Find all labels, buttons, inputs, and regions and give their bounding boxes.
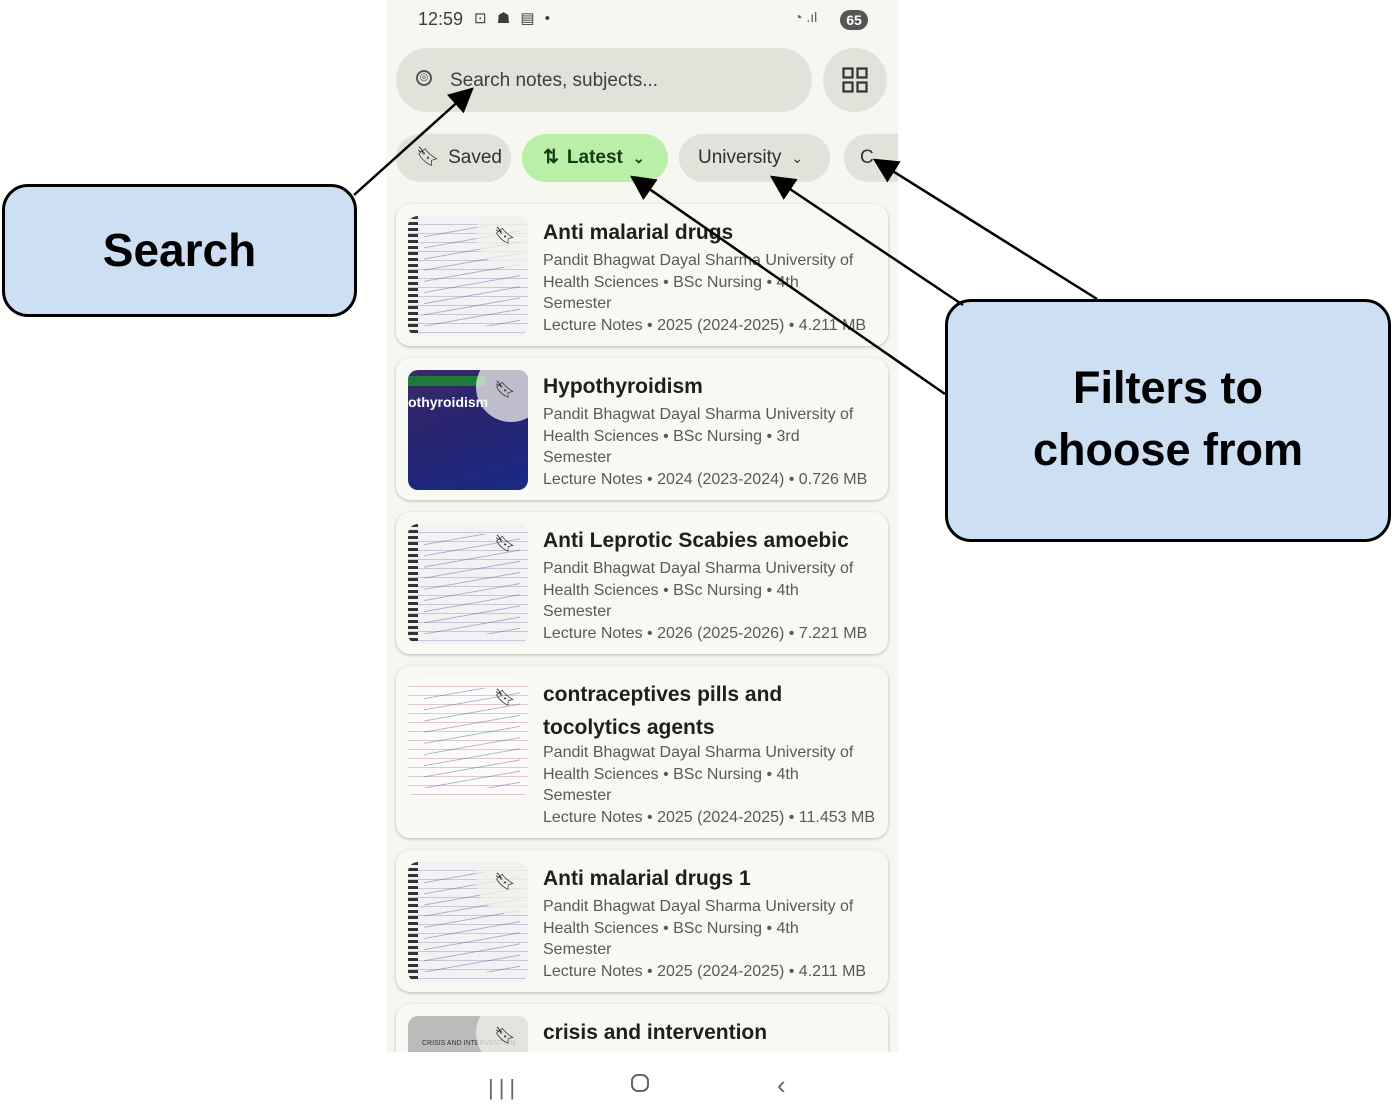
bookmark-icon[interactable]: 🔖︎ — [494, 1026, 516, 1045]
note-card[interactable]: CRISIS AND INTERVENTION 🔖︎ crisis and in… — [396, 1004, 888, 1052]
note-meta: Pandit Bhagwat Dayal Sharma University o… — [543, 560, 868, 642]
note-card[interactable]: 🔖︎ Anti malarial drugs 1 Pandit Bhagwat … — [396, 850, 888, 992]
chip-saved[interactable]: 🔖︎ Saved — [396, 134, 511, 182]
note-thumbnail: othyroidism 🔖︎ — [408, 370, 528, 490]
chevron-down-icon: ⌄ — [791, 150, 804, 166]
chip-university[interactable]: University ⌄ — [679, 134, 830, 182]
thumbnail-text: othyroidism — [408, 394, 489, 410]
chip-label: Saved — [448, 147, 502, 168]
filters-callout-line2: choose from — [1032, 424, 1304, 475]
bookmark-icon[interactable]: 🔖︎ — [494, 872, 516, 891]
note-thumbnail: 🔖︎ — [408, 216, 528, 336]
grid-view-button[interactable] — [823, 48, 887, 112]
chip-latest[interactable]: ⇅ Latest ⌄ — [522, 134, 668, 182]
note-title: crisis and intervention — [543, 1021, 768, 1044]
note-card[interactable]: 🔖︎ contraceptives pills and tocolytics a… — [396, 666, 888, 838]
bookmark-icon[interactable]: 🔖︎ — [494, 534, 516, 553]
notification-icons: ⊡ ☗ ▤ • — [474, 10, 553, 27]
chevron-down-icon: ⌄ — [632, 150, 645, 166]
note-thumbnail: CRISIS AND INTERVENTION 🔖︎ — [408, 1016, 528, 1052]
app-logo-icon: ◎ — [416, 70, 432, 86]
note-thumbnail: 🔖︎ — [408, 862, 528, 982]
home-icon[interactable] — [631, 1074, 649, 1092]
note-title: contraceptives pills and tocolytics agen… — [543, 683, 783, 739]
chip-label: Latest — [566, 147, 623, 168]
note-title: Hypothyroidism — [543, 375, 703, 398]
search-input[interactable] — [448, 66, 792, 96]
chip-label: C — [860, 147, 874, 168]
search-bar[interactable]: ◎ — [396, 48, 812, 112]
signal-icon: ◔ .ıl — [794, 9, 818, 25]
note-card[interactable]: 🔖︎ Anti malarial drugs Pandit Bhagwat Da… — [396, 204, 888, 346]
search-callout: Search — [2, 184, 357, 317]
recent-apps-icon[interactable]: ||| — [488, 1075, 521, 1100]
battery-icon: 65 — [840, 10, 868, 30]
filters-callout-line1: Filters to — [1072, 362, 1264, 413]
note-card[interactable]: othyroidism 🔖︎ Hypothyroidism Pandit Bha… — [396, 358, 888, 500]
note-thumbnail: 🔖︎ — [408, 678, 528, 798]
chip-label: University — [698, 147, 782, 168]
note-title: Anti Leprotic Scabies amoebic — [543, 529, 849, 552]
sort-icon: ⇅ — [543, 147, 559, 168]
note-card[interactable]: 🔖︎ Anti Leprotic Scabies amoebic Pandit … — [396, 512, 888, 654]
arrow-to-university — [769, 175, 964, 307]
bookmark-icon[interactable]: 🔖︎ — [494, 226, 516, 245]
note-meta: Pandit Bhagwat Dayal Sharma University o… — [543, 898, 867, 980]
note-meta: Pandit Bhagwat Dayal Sharma University o… — [543, 406, 868, 488]
note-title: Anti malarial drugs 1 — [543, 867, 751, 890]
search-callout-label: Search — [102, 224, 257, 276]
filter-chips: 🔖︎ Saved ⇅ Latest ⌄ University ⌄ C — [396, 134, 898, 184]
note-thumbnail: 🔖︎ — [408, 524, 528, 644]
thumbnail-text: CRISIS AND INTERVENTION — [422, 1040, 516, 1047]
system-nav-bar — [386, 1052, 898, 1117]
arrow-to-search — [353, 87, 474, 196]
status-time: 12:59 — [418, 9, 464, 29]
arrow-to-more-chip — [872, 158, 1098, 301]
filters-callout: Filters to choose from — [945, 299, 1391, 542]
bookmark-icon: 🔖︎ — [416, 147, 441, 168]
status-bar: 12:59 ⊡ ☗ ▤ • ◔ .ıl 65 — [386, 0, 898, 40]
bookmark-icon[interactable]: 🔖︎ — [494, 688, 516, 707]
grid-icon — [842, 67, 868, 93]
phone-screen: 12:59 ⊡ ☗ ▤ • ◔ .ıl 65 ◎ 🔖︎ Saved ⇅ Latest… — [386, 0, 898, 1052]
note-meta: Pandit Bhagwat Dayal Sharma University o… — [543, 744, 875, 826]
arrow-to-latest — [629, 175, 946, 396]
note-title: Anti malarial drugs — [543, 221, 734, 244]
bookmark-icon[interactable]: 🔖︎ — [494, 380, 516, 399]
back-icon[interactable]: ‹ — [777, 1070, 786, 1100]
note-meta: Pandit Bhagwat Dayal Sharma University o… — [543, 252, 867, 334]
